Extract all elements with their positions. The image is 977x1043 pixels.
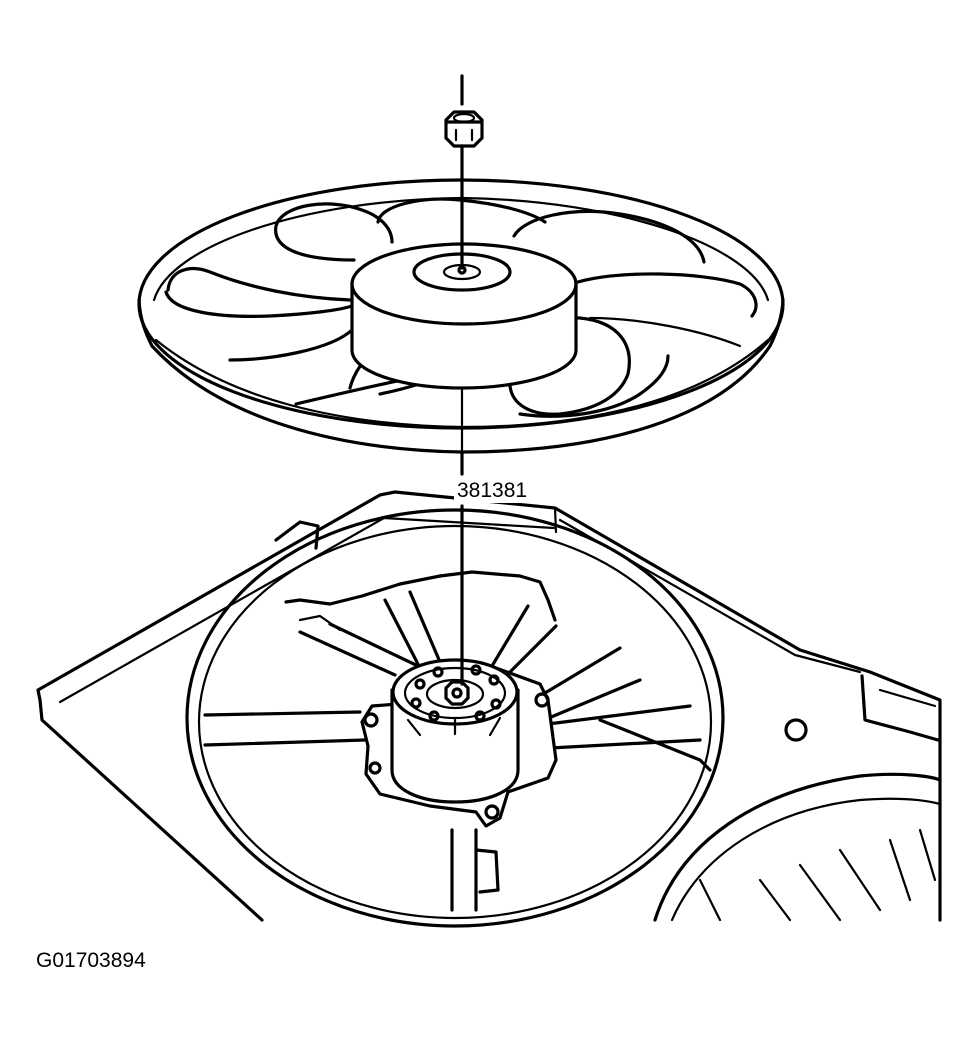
cooling-fan-blade bbox=[137, 178, 785, 454]
figure-id-label: G01703894 bbox=[36, 949, 146, 972]
fan-shroud bbox=[36, 490, 942, 928]
fan-motor bbox=[360, 658, 558, 828]
nut-icon bbox=[444, 110, 484, 148]
callout-label: 381381 bbox=[454, 478, 531, 503]
